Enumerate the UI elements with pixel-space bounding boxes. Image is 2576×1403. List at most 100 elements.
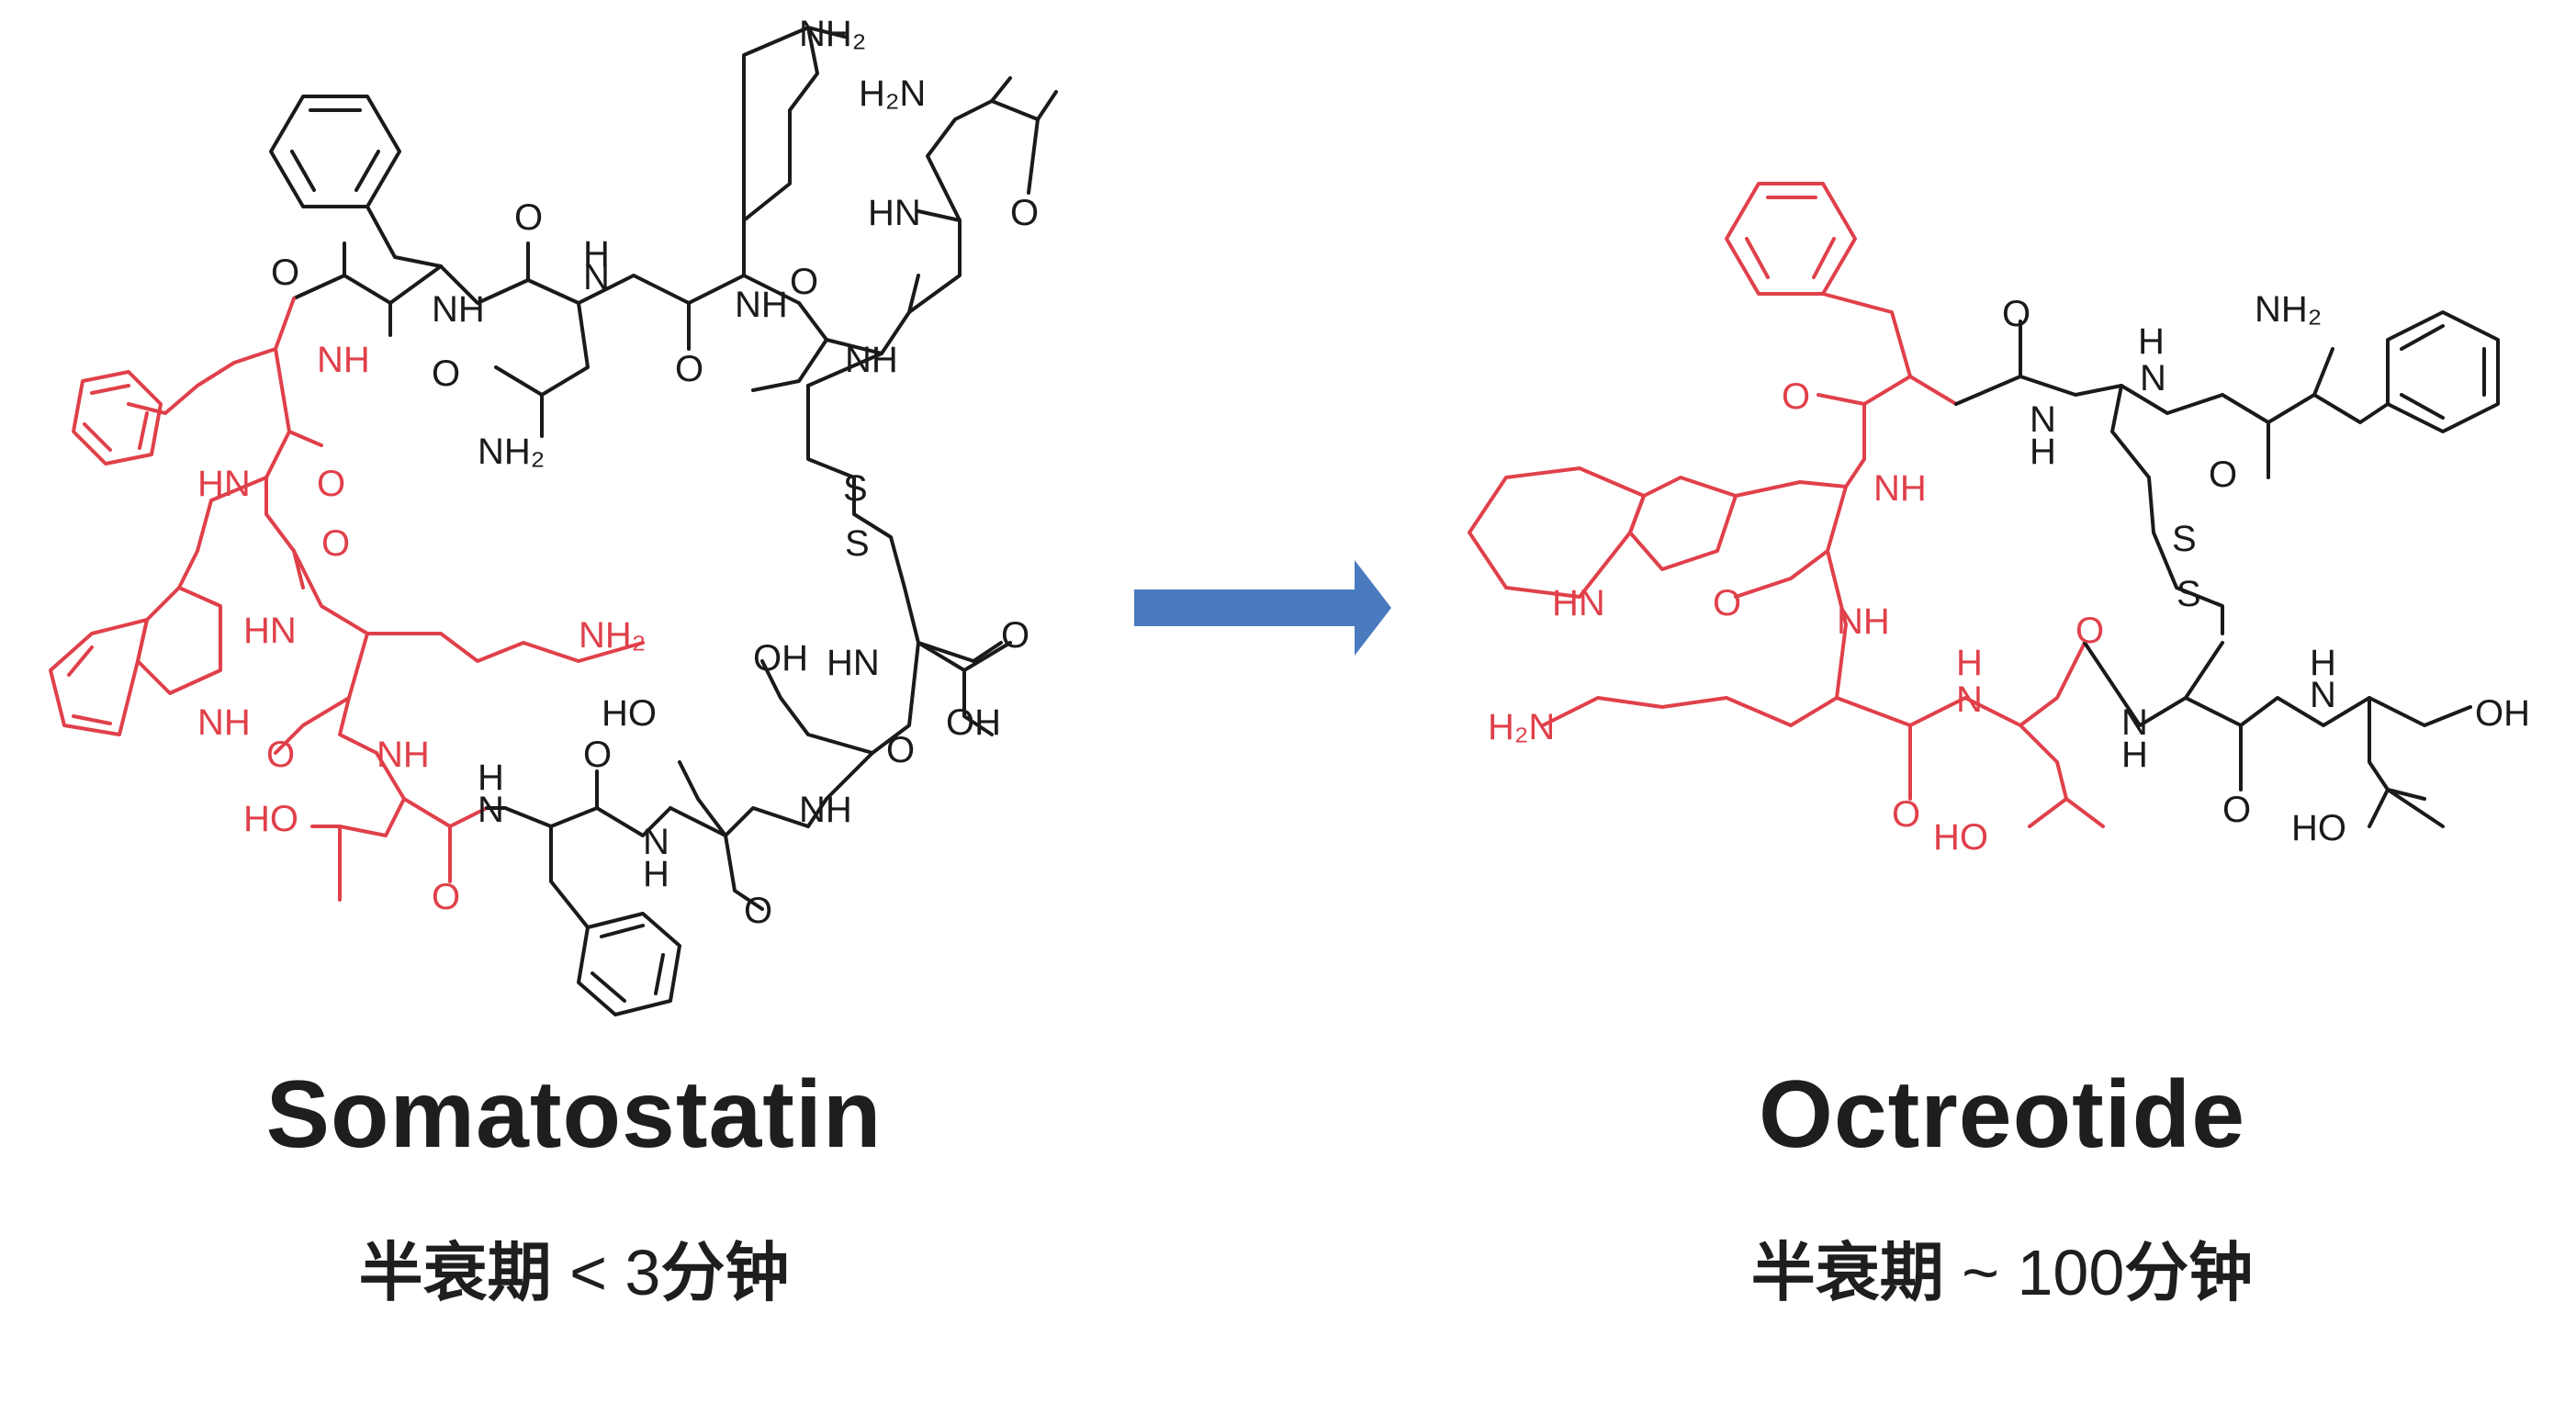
label-h2n: H₂N xyxy=(859,73,926,114)
backbone-segment xyxy=(2267,347,2334,424)
label-o: O xyxy=(1713,583,1741,623)
tryptophan-red xyxy=(177,499,213,589)
tryptophan-red xyxy=(1734,480,1848,498)
benzene-bond xyxy=(138,411,149,450)
somatostatin-structure: NH₂ H₂N HN O O NH O H N NH O NH O O NH₂ … xyxy=(49,14,1058,1016)
backbone-segment xyxy=(806,751,874,828)
threoninol-segment xyxy=(2368,788,2390,828)
label-n: N xyxy=(583,257,610,297)
label-o: O xyxy=(514,197,543,238)
backbone-red xyxy=(292,549,369,635)
label-o: O xyxy=(583,735,612,775)
lysine-sidechain xyxy=(742,26,819,222)
threonine-red xyxy=(1908,696,2068,828)
benzene-bond xyxy=(1812,237,1836,279)
threonine-red xyxy=(2064,797,2105,828)
label-o: O xyxy=(2075,611,2104,651)
label-h: H xyxy=(1956,643,1983,683)
label-h: H xyxy=(2138,321,2165,362)
backbone-red xyxy=(1835,696,1912,801)
label-o: O xyxy=(1782,376,1810,417)
label-h: H xyxy=(2121,735,2148,775)
half-life-unit: 分钟 xyxy=(660,1237,790,1308)
label-o: O xyxy=(675,349,703,389)
benzene-bond xyxy=(2400,393,2445,420)
label-o: O xyxy=(432,354,460,394)
somatostatin-title: Somatostatin xyxy=(265,1061,883,1168)
label-h: H xyxy=(2030,432,2056,472)
indole-bond xyxy=(67,645,94,677)
label-h: H xyxy=(2310,643,2336,683)
benzene-bond xyxy=(2400,324,2445,351)
half-life-relation: ~ 100 xyxy=(1962,1237,2125,1308)
lysine-sidechain xyxy=(742,26,847,277)
somatostatin-half-life: 半衰期 < 3分钟 xyxy=(216,1221,932,1314)
benzene-ring-red xyxy=(72,370,163,466)
label-o: O xyxy=(271,253,299,293)
octreotide-structure: O N H H N NH₂ O S S N H O H N OH HO O NH… xyxy=(1468,182,2530,858)
disulfide-bridge xyxy=(2110,384,2224,635)
label-oh: OH xyxy=(946,702,1001,743)
transformation-arrow xyxy=(1134,560,1391,656)
label-nh: NH xyxy=(1837,601,1890,642)
label-hn: HN xyxy=(197,464,251,504)
backbone-red xyxy=(264,476,305,589)
backbone-segment xyxy=(669,806,810,837)
label-n: N xyxy=(2030,399,2056,440)
label-ho: HO xyxy=(1933,817,1988,858)
label-nh: NH xyxy=(377,735,430,775)
backbone-red xyxy=(209,347,291,502)
benzene-bond xyxy=(90,384,130,395)
label-o: O xyxy=(317,464,345,504)
label-s: S xyxy=(845,523,870,564)
label-o: O xyxy=(266,735,295,775)
label-nh2: NH₂ xyxy=(799,14,866,54)
benzene-ring-phe1 xyxy=(269,95,443,268)
label-oh: OH xyxy=(753,638,808,679)
benzene-ring-phe xyxy=(2386,310,2500,433)
label-ho: HO xyxy=(243,799,298,839)
label-nh: NH xyxy=(735,285,788,325)
octreotide-half-life: 半衰期 ~ 100分钟 xyxy=(1644,1221,2360,1314)
label-o: O xyxy=(432,877,460,917)
label-nh: NH xyxy=(845,340,898,380)
label-o: O xyxy=(1001,615,1029,656)
backbone-red xyxy=(1908,375,1958,406)
phenylalanine-segment xyxy=(2312,393,2390,424)
indole-ring-six xyxy=(1468,466,1646,599)
label-o: O xyxy=(790,262,818,302)
backbone-red xyxy=(1826,549,1848,700)
backbone-segment xyxy=(724,834,764,911)
label-o: O xyxy=(2222,790,2251,830)
label-nh2: NH₂ xyxy=(579,615,646,656)
label-hn: HN xyxy=(868,193,921,233)
benzene-ring-phe3 xyxy=(577,912,681,1016)
serine-segment xyxy=(760,659,874,755)
phenylalanine-red xyxy=(1817,292,1912,406)
alanine-segment xyxy=(1027,118,1040,195)
backbone-segment xyxy=(751,301,828,392)
alanine-segment xyxy=(926,76,1012,222)
label-nh: NH xyxy=(799,790,852,830)
benzene-bond xyxy=(654,953,665,995)
benzene-bond xyxy=(1745,237,1770,279)
label-s: S xyxy=(2177,574,2201,614)
label-h2n: H₂N xyxy=(1488,707,1555,747)
label-h: H xyxy=(478,758,504,798)
indole-ring-five xyxy=(136,586,222,695)
backbone-red xyxy=(1844,402,1866,488)
half-life-unit: 分钟 xyxy=(2124,1237,2254,1308)
label-hn: HN xyxy=(827,643,880,683)
label-n: N xyxy=(1956,679,1983,720)
backbone-segment xyxy=(917,641,1003,663)
carboxyl-group xyxy=(917,641,994,736)
backbone-segment xyxy=(292,264,443,305)
octreotide-title: Octreotide xyxy=(1758,1061,2246,1168)
label-o: O xyxy=(1892,794,1920,835)
benzene-bond xyxy=(83,422,112,452)
backbone-red xyxy=(274,632,369,755)
indole-ring-six xyxy=(49,618,149,736)
label-nh2: NH₂ xyxy=(2255,289,2322,330)
label-oh: OH xyxy=(2475,693,2530,734)
label-n: N xyxy=(2310,675,2336,715)
